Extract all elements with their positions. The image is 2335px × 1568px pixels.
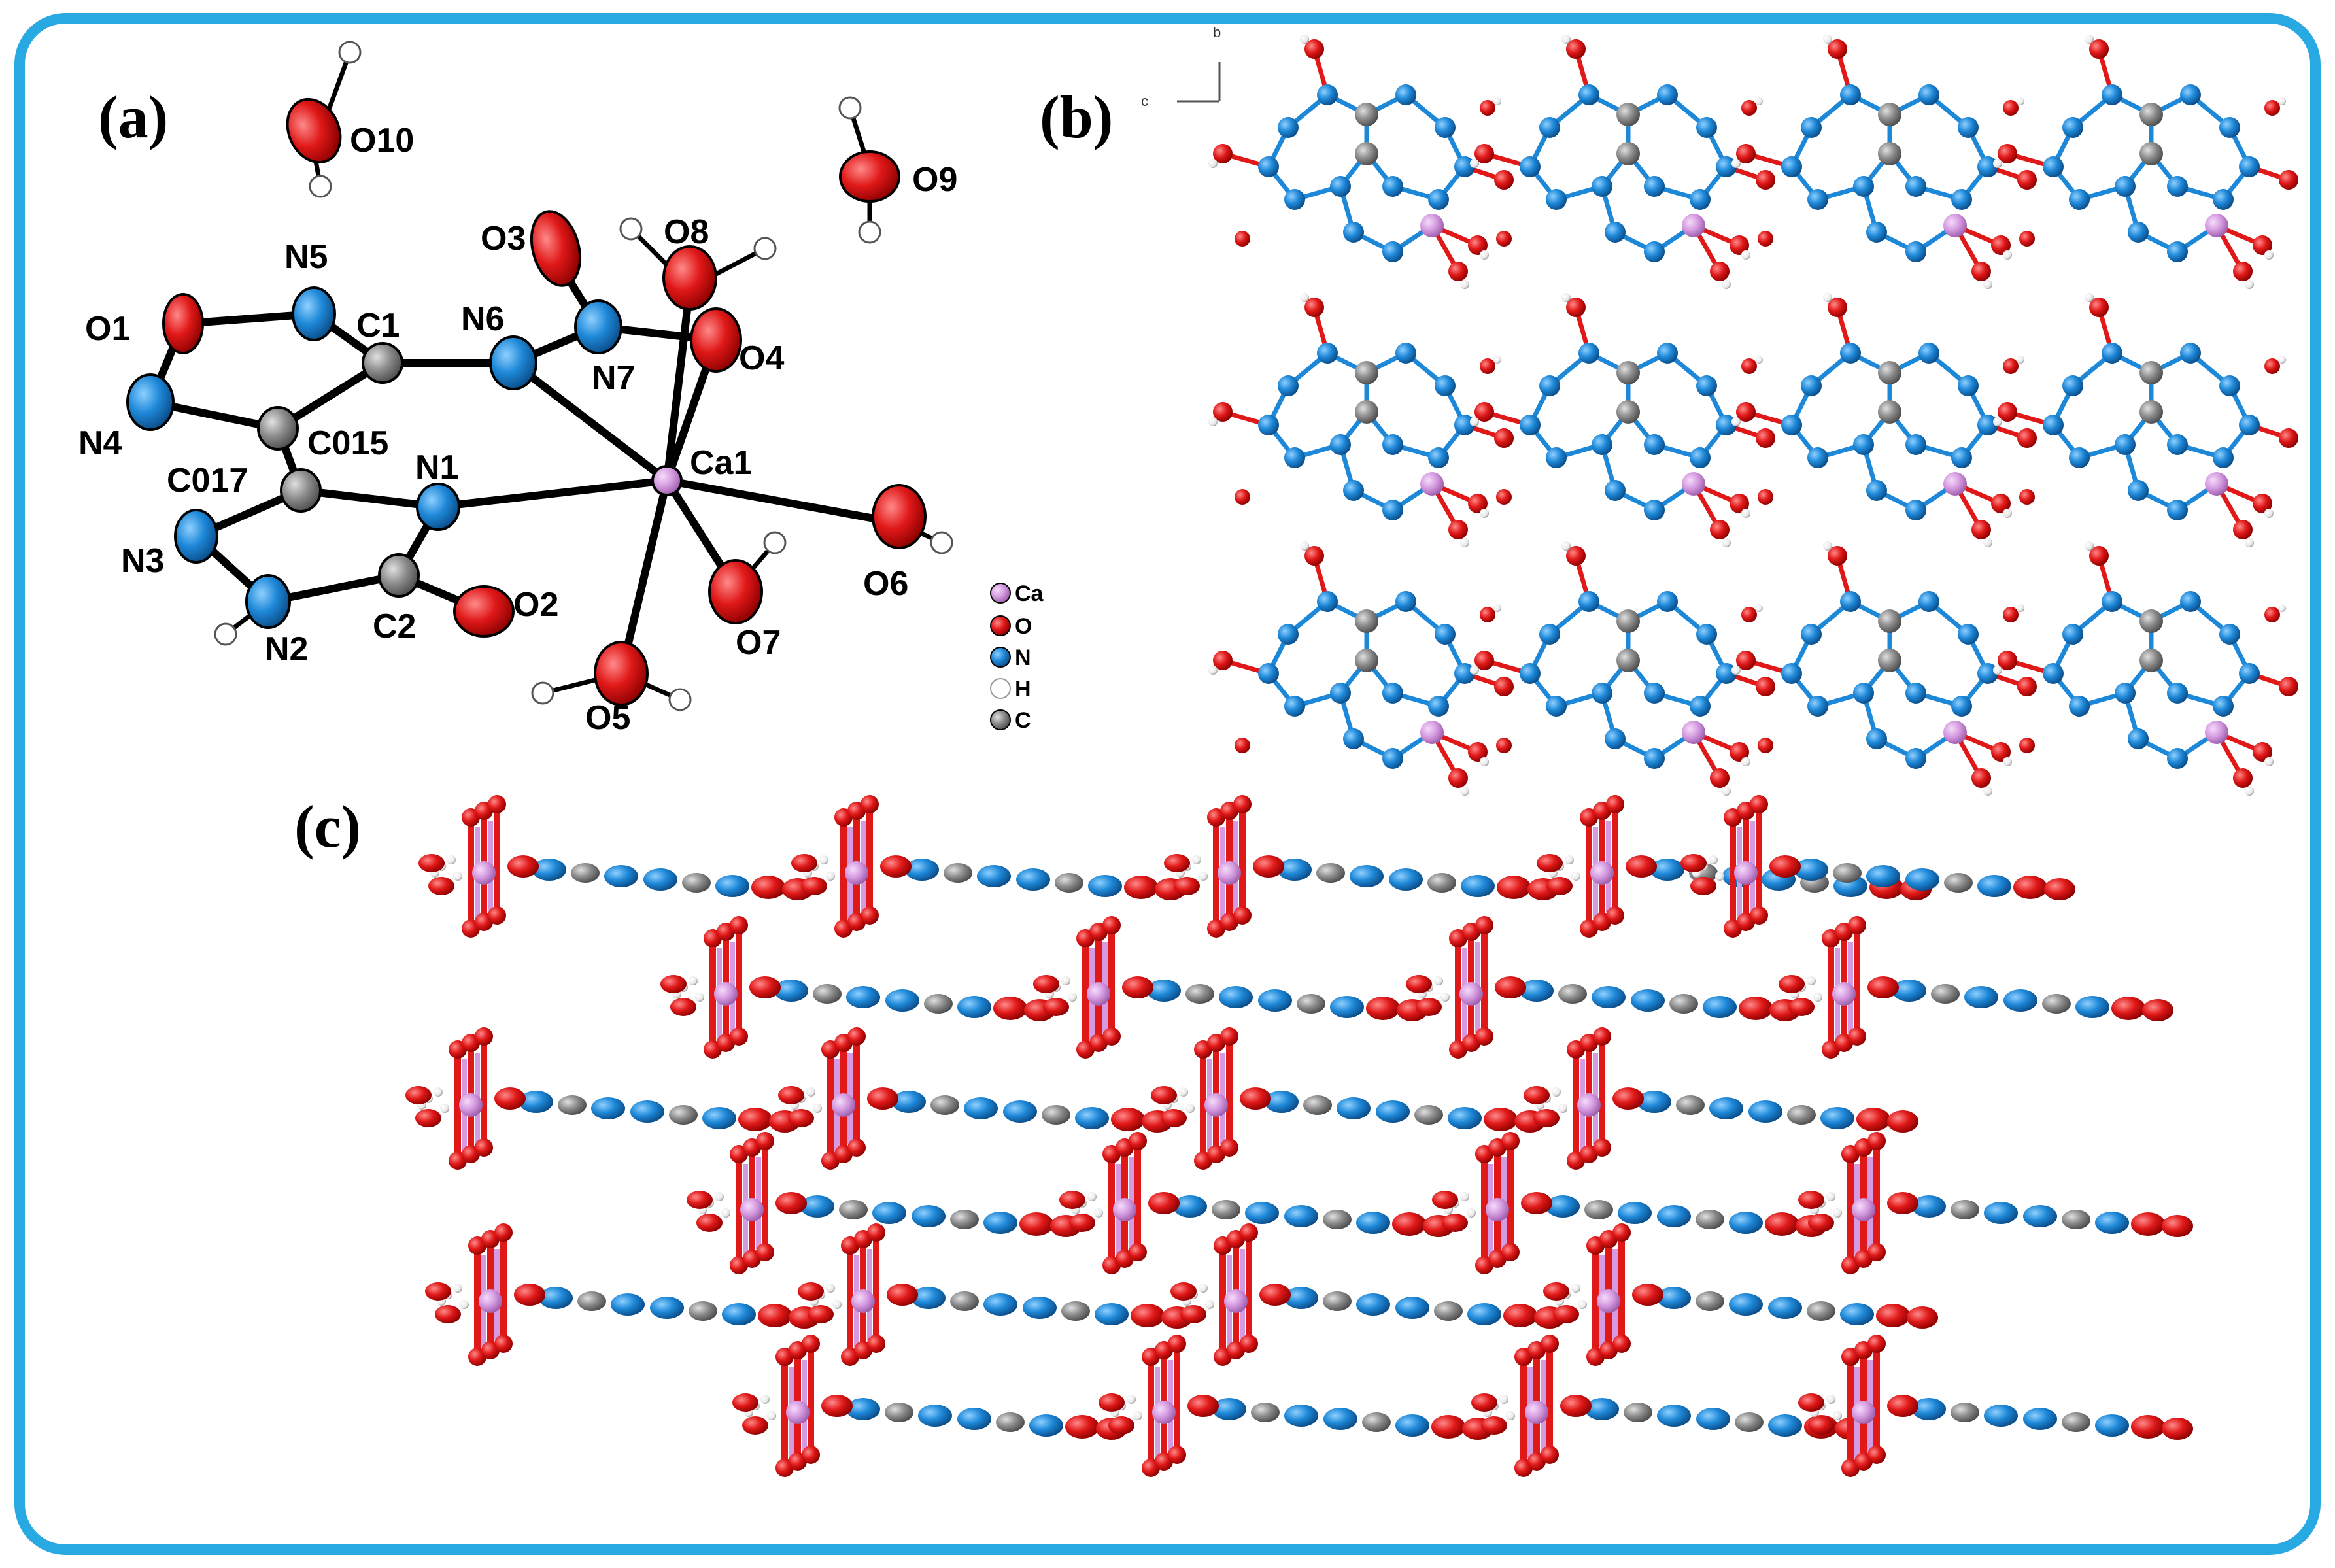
- label-N6: N6: [461, 300, 504, 338]
- label-N4: N4: [78, 424, 122, 462]
- label-N7: N7: [592, 359, 635, 397]
- panel-c-label: (c): [294, 793, 361, 860]
- atom-labels-a: O10 O9 O3 O8 N5 O1 C1 N6 O4 N7 N4 C015 C…: [78, 122, 957, 737]
- legend-swatch-ca: [990, 583, 1011, 604]
- legend-swatch-n: [990, 647, 1011, 668]
- axis-c-label: c: [1141, 93, 1148, 109]
- panel-b: (b) b c: [1040, 24, 2298, 796]
- legend-label-o: O: [1015, 614, 1032, 639]
- axis-b-label: b: [1213, 24, 1221, 41]
- legend-swatch-o: [990, 615, 1011, 636]
- hydrogen-atoms-a: [214, 41, 953, 711]
- legend-swatch-c: [990, 709, 1011, 730]
- label-N5: N5: [284, 238, 328, 276]
- legend-label-n: N: [1015, 645, 1031, 670]
- label-N1: N1: [415, 449, 458, 486]
- label-N2: N2: [265, 630, 308, 668]
- panel-c: (c): [294, 793, 2193, 1477]
- label-O1: O1: [85, 310, 130, 348]
- figure-frame: [14, 13, 2321, 1555]
- panel-b-label: (b): [1040, 84, 1113, 150]
- label-N3: N3: [121, 542, 164, 580]
- label-C017: C017: [167, 462, 248, 500]
- panel-a-label: (a): [98, 84, 168, 150]
- label-O4: O4: [739, 339, 784, 377]
- legend-label-ca: Ca: [1015, 581, 1044, 606]
- label-O10: O10: [350, 122, 414, 160]
- label-O2: O2: [513, 586, 558, 624]
- label-O3: O3: [481, 220, 526, 258]
- label-O5: O5: [585, 699, 630, 737]
- label-C1: C1: [356, 307, 400, 345]
- label-O6: O6: [863, 565, 908, 603]
- legend-label-h: H: [1015, 677, 1031, 702]
- legend-label-c: C: [1015, 708, 1031, 733]
- panel-a: (a): [78, 41, 1044, 737]
- label-O8: O8: [664, 213, 709, 251]
- unit-cell-axes: [1177, 62, 1221, 103]
- label-O7: O7: [736, 624, 781, 662]
- label-C2: C2: [373, 607, 416, 645]
- element-legend: Ca O N H C: [990, 581, 1044, 733]
- label-C015: C015: [307, 424, 388, 462]
- ellipsoids-a: [126, 97, 927, 706]
- legend-swatch-h: [990, 678, 1011, 699]
- label-O9: O9: [912, 161, 957, 199]
- label-Ca1: Ca1: [690, 444, 752, 482]
